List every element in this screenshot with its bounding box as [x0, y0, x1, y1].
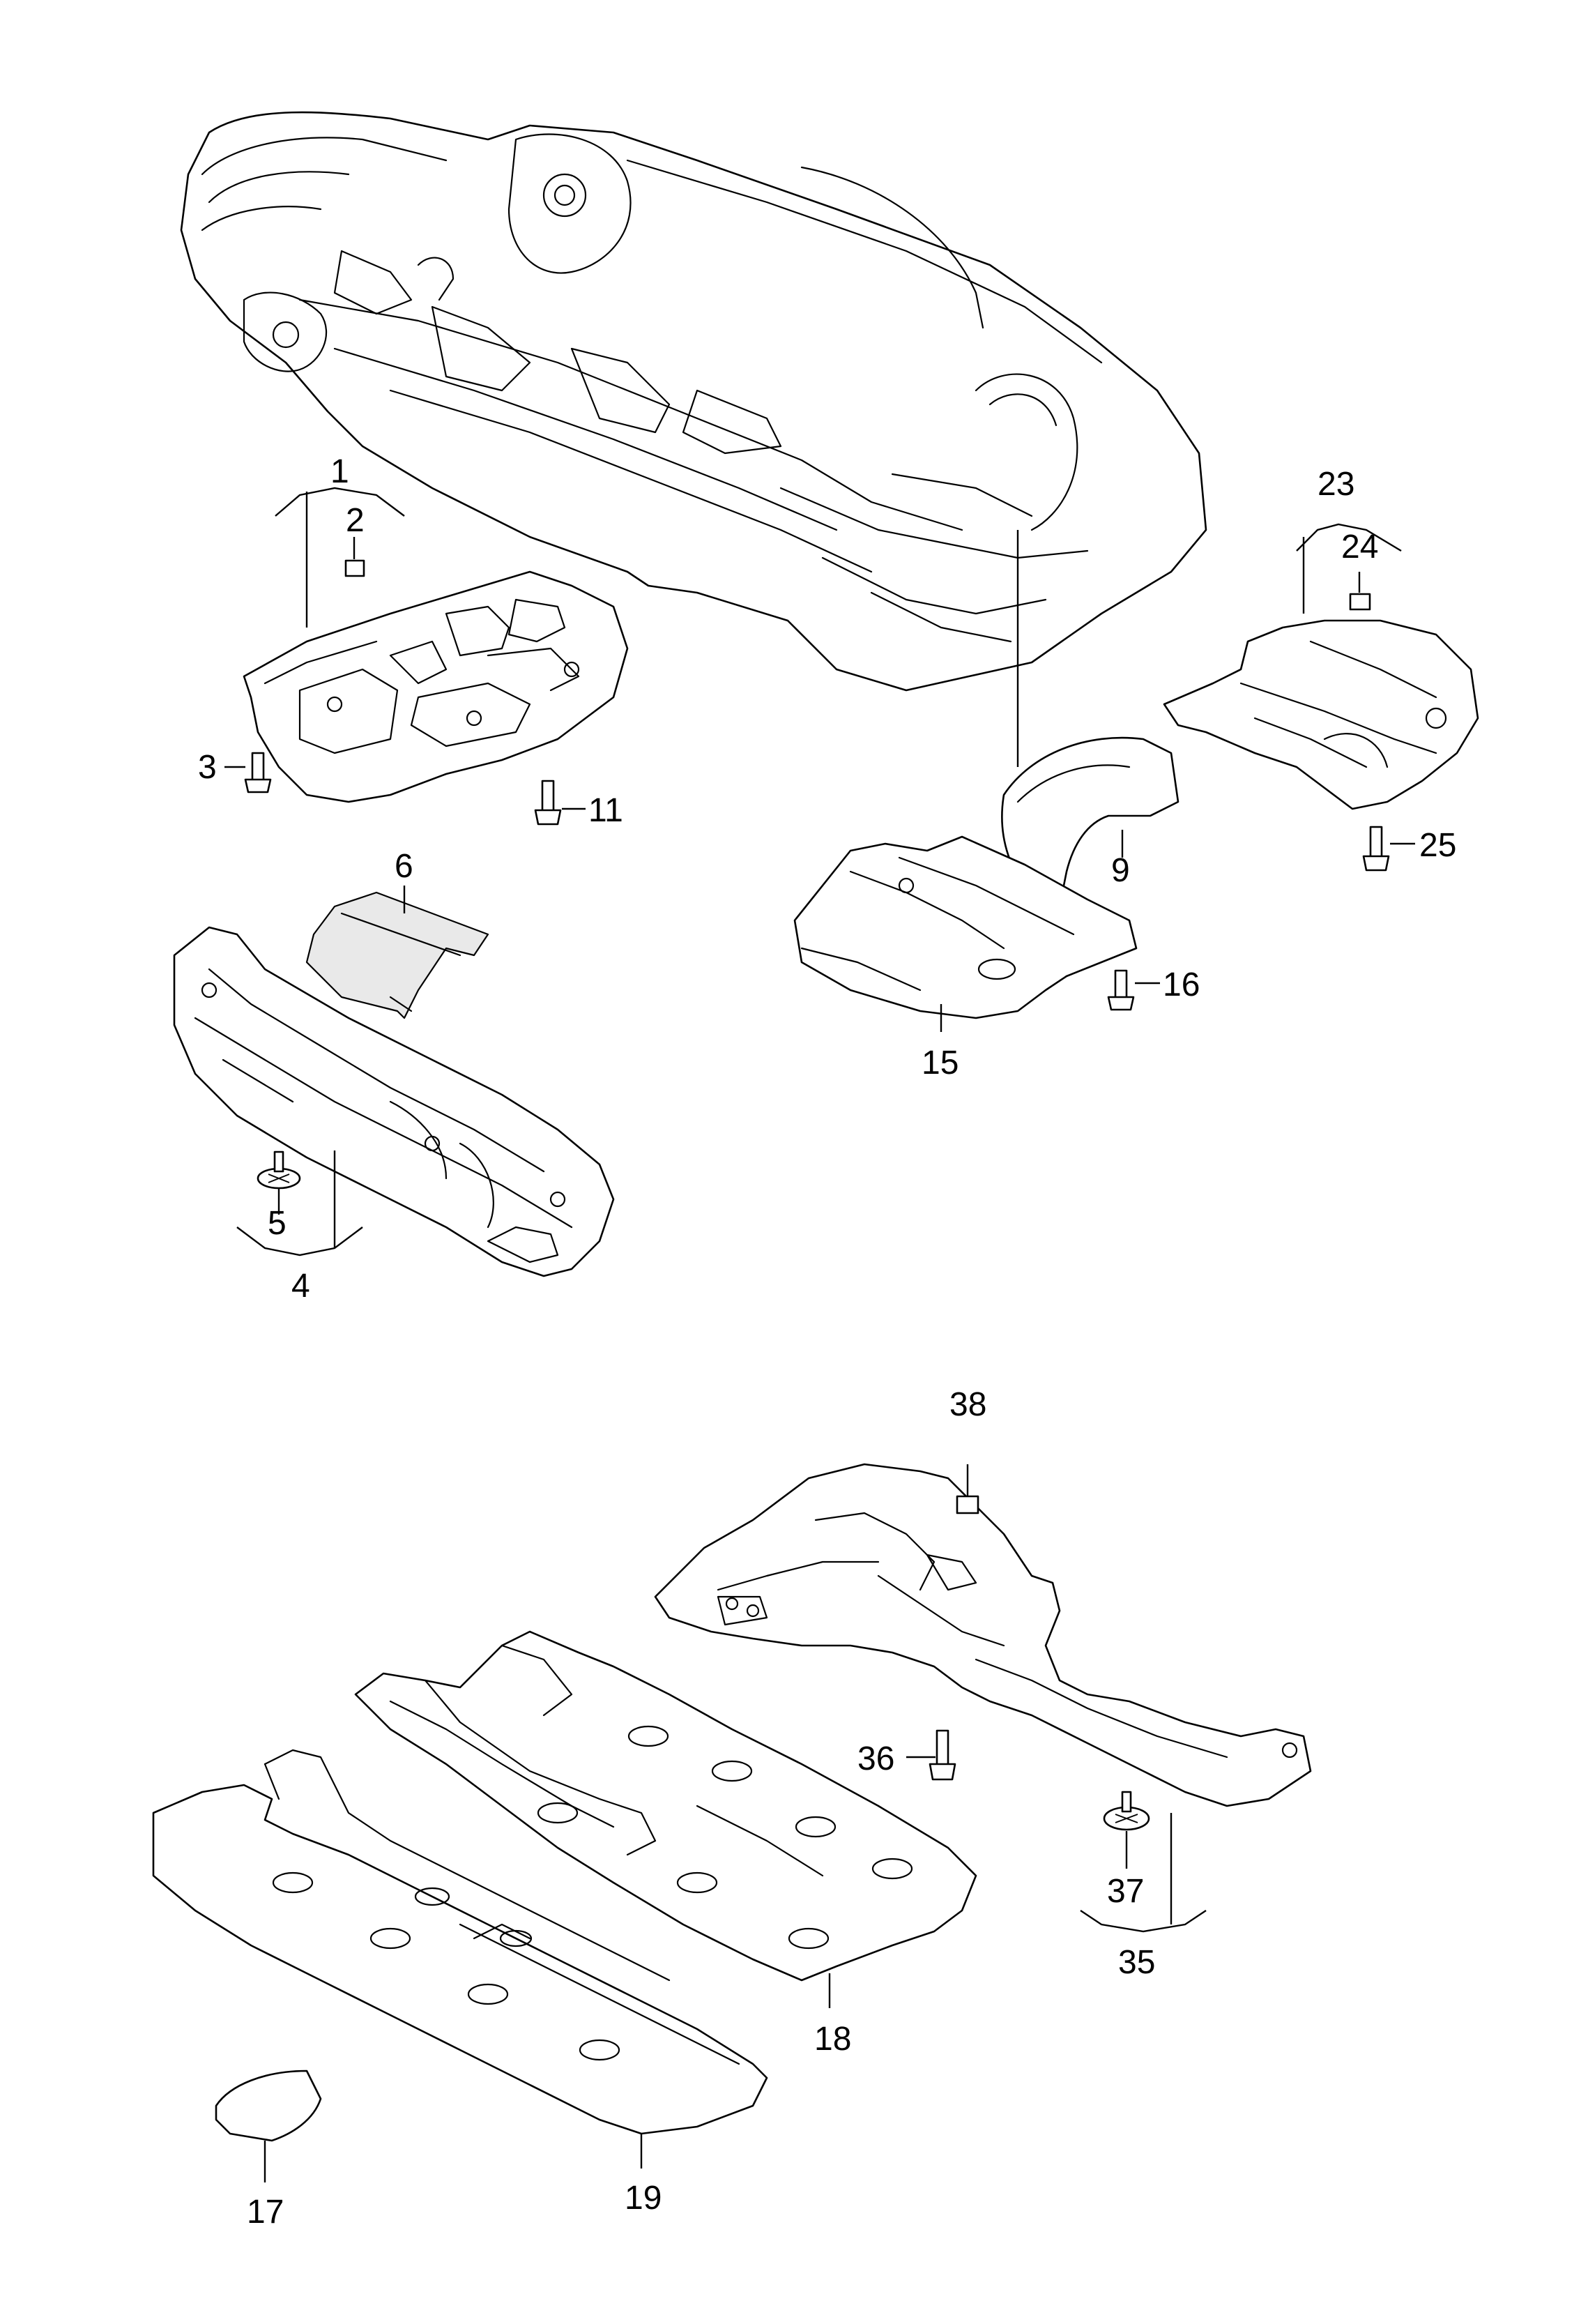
part-37-clip-icon: [1103, 1791, 1150, 1831]
part-16-bolt-icon: [1107, 969, 1135, 1011]
callout-1: 1: [330, 453, 349, 490]
callout-24: 24: [1341, 529, 1378, 565]
callout-15: 15: [922, 1045, 959, 1081]
callout-4: 4: [291, 1268, 310, 1305]
part-15-underbody-shield: [793, 835, 1138, 1019]
part-11-bolt-icon: [534, 780, 562, 826]
callout-9: 9: [1111, 852, 1130, 889]
part-2-clip-icon: [344, 559, 365, 577]
callouts: 1 2 3 4 5 6 9 11 15 16 17 18 19 23 24 25…: [198, 453, 1456, 2231]
callout-16: 16: [1163, 966, 1200, 1003]
part-6-heat-shield: [305, 891, 489, 1019]
part-19-floor-panel: [152, 1749, 768, 2135]
part-23-shield: [1163, 593, 1479, 810]
part-1-engine-undertray: [243, 559, 629, 803]
callout-38: 38: [949, 1386, 986, 1423]
part-5-clip-icon: [257, 1150, 301, 1190]
part-3-bolt-icon: [244, 752, 272, 793]
callout-25: 25: [1419, 827, 1456, 864]
part-38-clip-icon: [956, 1495, 979, 1514]
part-35-shield: [654, 1463, 1312, 1807]
callout-17: 17: [247, 2194, 284, 2231]
callout-36: 36: [857, 1740, 894, 1777]
callout-23: 23: [1318, 466, 1354, 503]
callout-35: 35: [1118, 1944, 1155, 1981]
leader-lines: [224, 487, 1415, 2182]
part-36-bolt-icon: [929, 1729, 956, 1781]
callout-3: 3: [198, 749, 217, 786]
callout-6: 6: [395, 848, 413, 885]
callout-11: 11: [588, 792, 623, 829]
callout-19: 19: [625, 2180, 662, 2217]
part-24-clip-icon: [1349, 593, 1371, 611]
part-4-tunnel-heat-shield: [173, 926, 615, 1277]
callout-37: 37: [1107, 1873, 1144, 1910]
part-18-floor-panel: [354, 1630, 977, 1982]
callout-18: 18: [814, 2021, 851, 2058]
callout-2: 2: [346, 502, 365, 539]
callout-5: 5: [268, 1205, 287, 1242]
part-17-pad: [215, 2069, 322, 2142]
vehicle-underbody: [180, 111, 1207, 692]
part-25-bolt-icon: [1362, 826, 1390, 872]
